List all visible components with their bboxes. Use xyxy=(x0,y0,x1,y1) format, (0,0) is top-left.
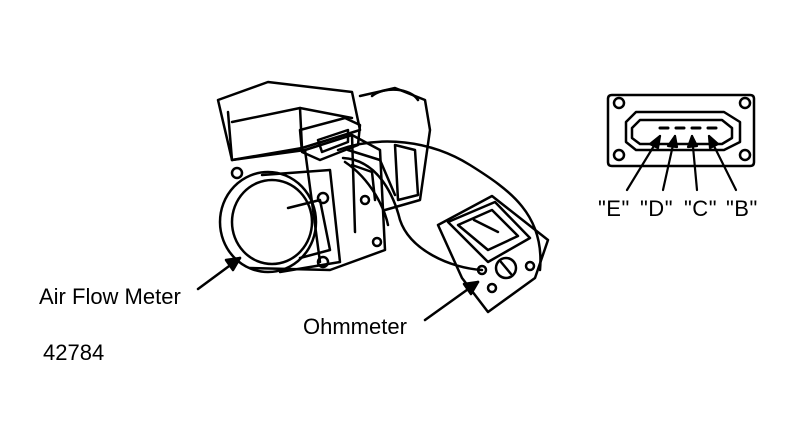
ohmmeter-label: Ohmmeter xyxy=(303,314,407,339)
pin-label-d: "D" xyxy=(640,196,674,221)
air-flow-meter-arrow xyxy=(196,256,242,291)
pin-label-c: "C" xyxy=(684,196,718,221)
ohmmeter-drawing xyxy=(436,194,550,314)
connector-face-drawing xyxy=(606,93,756,168)
air-flow-meter-drawing xyxy=(216,80,432,274)
ohmmeter-arrow xyxy=(423,280,480,322)
air-flow-meter-label: Air Flow Meter xyxy=(39,284,181,309)
pin-arrows xyxy=(625,134,738,192)
pin-label-b: "B" xyxy=(726,196,758,221)
test-leads xyxy=(336,140,542,272)
pin-label-e: "E" xyxy=(598,196,630,221)
figure-number: 42784 xyxy=(43,340,105,365)
